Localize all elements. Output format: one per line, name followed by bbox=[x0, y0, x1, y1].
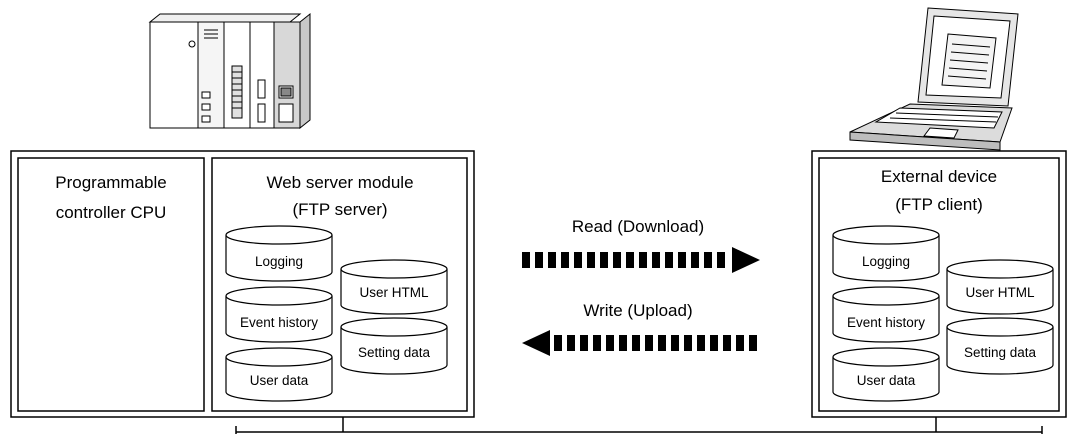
plc-hardware-icon bbox=[148, 12, 311, 130]
read-arrow-segment bbox=[574, 252, 582, 268]
left-storage-user-html: User HTML bbox=[340, 259, 448, 315]
left-storage-logging: Logging bbox=[225, 225, 333, 282]
left-storage-event-history: Event history bbox=[225, 286, 333, 343]
write-arrow-segment bbox=[671, 335, 679, 351]
read-arrow-segment bbox=[535, 252, 543, 268]
read-download-arrow bbox=[522, 247, 760, 273]
left-storage-setting-data: Setting data bbox=[340, 317, 448, 375]
left-user-data-label: User data bbox=[250, 373, 309, 388]
network-bus bbox=[235, 417, 1043, 434]
read-arrow-segment bbox=[626, 252, 634, 268]
write-arrow-segment bbox=[684, 335, 692, 351]
write-arrow-segment bbox=[567, 335, 575, 351]
read-arrow-segment bbox=[665, 252, 673, 268]
write-arrow-segment bbox=[697, 335, 705, 351]
write-arrow-segment bbox=[606, 335, 614, 351]
right-event-history-label: Event history bbox=[847, 315, 925, 330]
right-station-frame bbox=[811, 150, 1067, 418]
cpu-label-line1: Programmable bbox=[55, 173, 167, 192]
read-download-label: Read (Download) bbox=[572, 217, 704, 236]
device-title-line2: (FTP client) bbox=[895, 195, 983, 214]
read-arrow-segment bbox=[691, 252, 699, 268]
read-arrow-segment bbox=[678, 252, 686, 268]
left-logging-label: Logging bbox=[255, 254, 303, 269]
right-logging-label: Logging bbox=[862, 254, 910, 269]
write-arrow-segment bbox=[580, 335, 588, 351]
write-upload-arrow bbox=[522, 330, 757, 356]
read-arrow-segment bbox=[522, 252, 530, 268]
cpu-panel bbox=[17, 157, 205, 412]
right-user-html-label: User HTML bbox=[965, 285, 1034, 300]
read-arrow-segment bbox=[652, 252, 660, 268]
write-arrow-segment bbox=[710, 335, 718, 351]
write-arrow-segment bbox=[645, 335, 653, 351]
right-storage-event-history: Event history bbox=[832, 286, 940, 343]
laptop-computer-icon bbox=[849, 7, 1019, 151]
write-arrow-segment bbox=[658, 335, 666, 351]
left-user-html-label: User HTML bbox=[359, 285, 428, 300]
module-title-line1: Web server module bbox=[266, 173, 413, 192]
device-title-line1: External device bbox=[881, 167, 997, 186]
left-event-history-label: Event history bbox=[240, 315, 318, 330]
right-storage-setting-data: Setting data bbox=[946, 317, 1054, 375]
write-arrow-segment bbox=[632, 335, 640, 351]
read-arrow-segment bbox=[717, 252, 725, 268]
read-arrow-segment bbox=[561, 252, 569, 268]
read-arrow-segment bbox=[613, 252, 621, 268]
read-arrow-segment bbox=[704, 252, 712, 268]
right-storage-user-data: User data bbox=[832, 347, 940, 402]
left-storage-user-data: User data bbox=[225, 347, 333, 402]
read-arrow-segment bbox=[639, 252, 647, 268]
write-upload-label: Write (Upload) bbox=[583, 301, 692, 320]
read-arrow-segment bbox=[600, 252, 608, 268]
web-server-module-panel bbox=[211, 157, 468, 412]
write-arrow-segment bbox=[736, 335, 744, 351]
write-arrow-segment bbox=[593, 335, 601, 351]
right-storage-user-html: User HTML bbox=[946, 259, 1054, 315]
external-device-panel bbox=[818, 157, 1060, 412]
read-arrow-segment bbox=[587, 252, 595, 268]
right-user-data-label: User data bbox=[857, 373, 916, 388]
write-arrow-segment bbox=[749, 335, 757, 351]
write-arrow-segment bbox=[619, 335, 627, 351]
right-setting-data-label: Setting data bbox=[964, 345, 1037, 360]
write-arrow-head bbox=[522, 330, 550, 356]
right-storage-logging: Logging bbox=[832, 225, 940, 282]
module-title-line2: (FTP server) bbox=[292, 200, 387, 219]
left-setting-data-label: Setting data bbox=[358, 345, 431, 360]
read-arrow-head bbox=[732, 247, 760, 273]
write-arrow-segment bbox=[554, 335, 562, 351]
write-arrow-segment bbox=[723, 335, 731, 351]
left-station-frame bbox=[10, 150, 475, 418]
cpu-label-line2: controller CPU bbox=[56, 203, 167, 222]
read-arrow-segment bbox=[548, 252, 556, 268]
